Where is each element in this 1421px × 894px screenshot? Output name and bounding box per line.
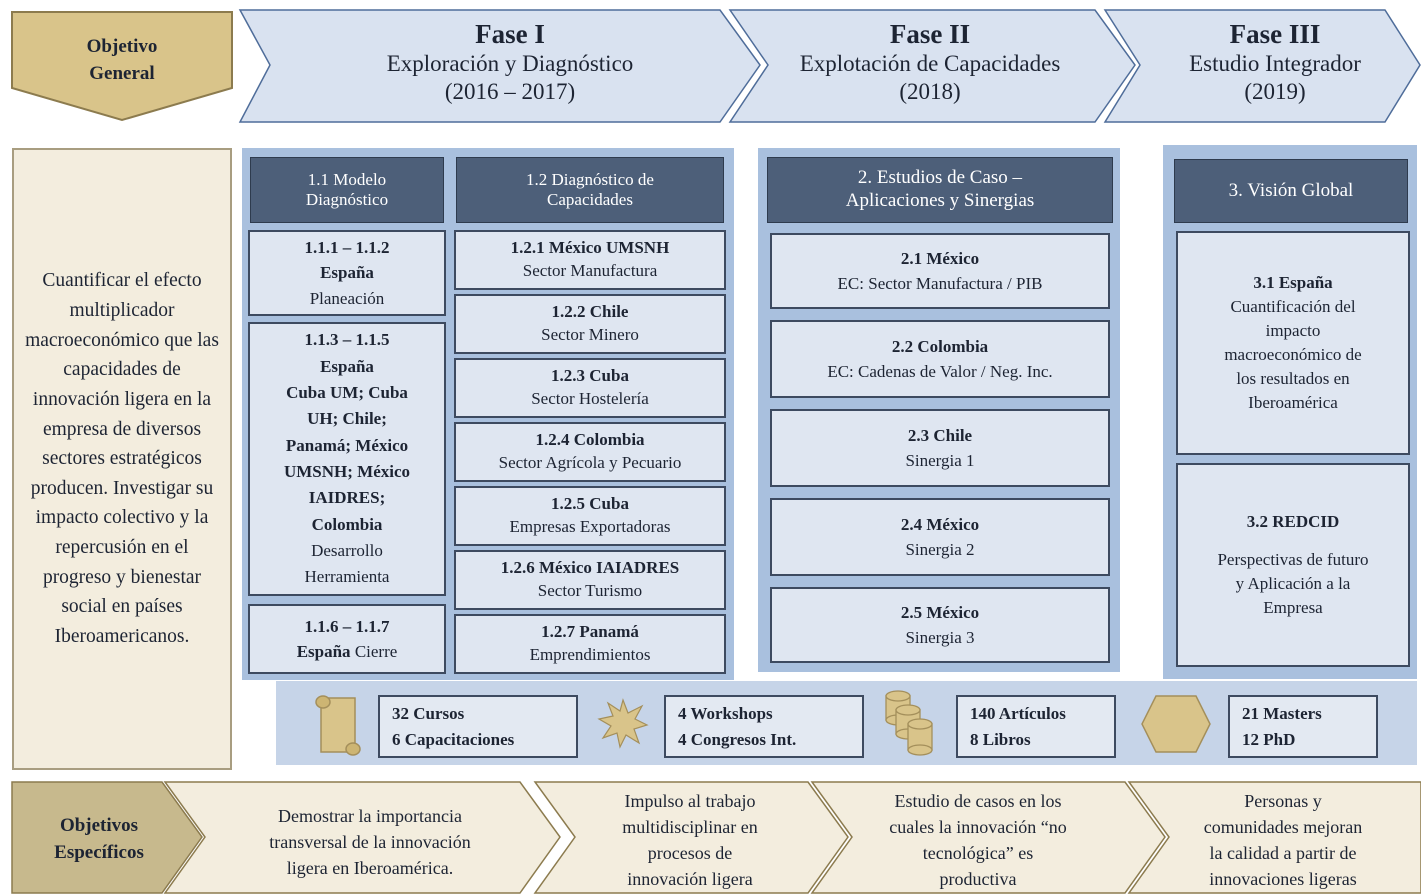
phase-1-text: Fase I Exploración y Diagnóstico (2016 –… (300, 18, 720, 106)
objetivo-general-label: Objetivo General (86, 36, 158, 84)
obj-esp-3-text: Estudio de casos en los cuales la innova… (889, 791, 1067, 890)
obj-esp-4-chevron (1127, 781, 1421, 894)
phase-chevrons (238, 9, 1421, 123)
box-1-1-6: 1.1.6 – 1.1.7 España Cierre (248, 604, 446, 674)
obj-esp-4-text: Personas y comunidades mejoran la calida… (1203, 791, 1363, 890)
objetivos-especificos-label-shape (11, 781, 203, 894)
obj-esp-1-chevron (163, 781, 561, 894)
phase-3-subtitle: Estudio Integrador (1189, 51, 1361, 77)
objetivo-general-text: Cuantificar el efecto multiplicador macr… (25, 270, 219, 647)
phase-1-years: (2016 – 2017) (444, 78, 576, 104)
obj-esp-2-chevron (533, 781, 849, 894)
hexagon-icon (1141, 695, 1211, 753)
phase-3-chevron (1103, 9, 1421, 123)
obj-esp-1-text: Demostrar la importancia transversal de … (269, 806, 471, 879)
star-burst-icon (597, 698, 649, 749)
phase-2-title: Fase II (889, 19, 971, 49)
phase-2-years: (2018) (899, 78, 961, 104)
phase-1-subtitle: Exploración y Diagnóstico (386, 51, 634, 77)
scroll-icon (315, 695, 361, 756)
objetivos-especificos-label: Objetivos Específicos (54, 815, 144, 863)
phase-1-title: Fase I (475, 19, 545, 49)
phase-1-chevron (238, 9, 761, 123)
database-stack-icon (885, 690, 933, 756)
phase-3-title: Fase III (1229, 19, 1321, 49)
header-3: 3. Visión Global (1174, 159, 1408, 223)
objetivo-general-shape (11, 11, 233, 122)
phase-2-chevron (728, 9, 1136, 123)
phase-2-text: Fase II Explotación de Capacidades (2018… (750, 18, 1110, 106)
obj-esp-3-chevron (810, 781, 1166, 894)
phase-3-years: (2019) (1244, 78, 1306, 104)
phase-2-subtitle: Explotación de Capacidades (799, 51, 1061, 77)
obj-esp-2-text: Impulso al trabajo multidisciplinar en p… (622, 791, 758, 890)
objetivo-general-description: Cuantificar el efecto multiplicador macr… (12, 148, 232, 770)
phase-3-text: Fase III Estudio Integrador (2019) (1130, 18, 1420, 106)
header-2: 2. Estudios de Caso –Aplicaciones y Sine… (767, 157, 1113, 223)
